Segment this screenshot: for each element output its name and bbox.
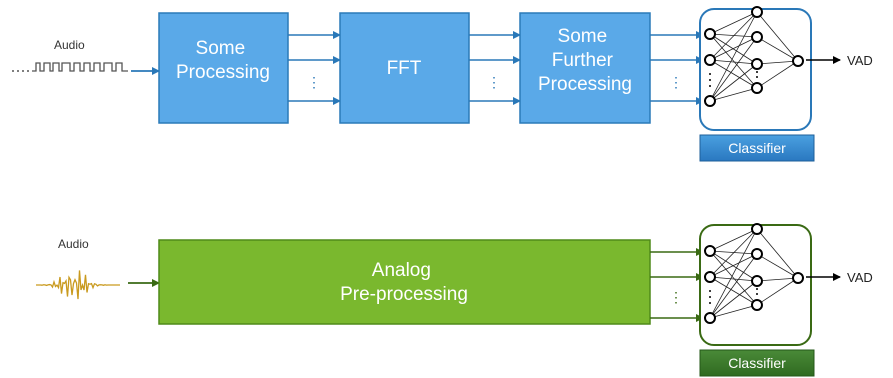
network-node	[751, 31, 763, 43]
bottom-classifier-label: Classifier	[728, 355, 786, 371]
analog-preprocessing-block	[158, 239, 651, 325]
network-ellipsis-dot	[709, 73, 711, 75]
network-edge	[709, 11, 758, 102]
top-neural-network-icon	[704, 6, 804, 107]
network-node	[704, 54, 716, 66]
top-vad-label: VAD	[847, 53, 873, 68]
network-edge	[709, 228, 758, 319]
network-node	[751, 82, 763, 94]
network-edge	[756, 277, 799, 306]
network-ellipsis-dot	[756, 293, 758, 295]
network-ellipsis-dot	[709, 296, 711, 298]
network-edge	[709, 276, 758, 282]
network-edge	[709, 250, 758, 306]
ellipsis-2: ⋮	[487, 74, 501, 90]
network-node	[751, 299, 763, 311]
network-ellipsis-dot	[756, 71, 758, 73]
digital-audio-waveform-icon	[12, 62, 128, 72]
network-edge	[709, 87, 758, 102]
some-processing-label: Some Processing	[176, 38, 270, 83]
network-ellipsis-dot	[709, 302, 711, 304]
network-edge	[709, 59, 758, 65]
some-processing-line-2: Processing	[176, 62, 270, 83]
network-ellipsis-dot	[709, 79, 711, 81]
top-pipeline: Audio Some Processing ⋮ FFT ⋮	[12, 6, 873, 162]
network-edge	[709, 33, 758, 65]
bottom-neural-network-icon	[704, 223, 804, 324]
network-edge	[756, 60, 799, 65]
arrows-fft-to-further: ⋮	[469, 31, 521, 105]
network-node	[704, 245, 716, 257]
fft-block	[339, 12, 470, 124]
bottom-classifier-tag	[699, 349, 815, 377]
analog-line-2: Pre-processing	[340, 284, 468, 305]
network-node	[792, 55, 804, 67]
network-edge	[709, 250, 758, 282]
bottom-audio-label: Audio	[58, 237, 89, 251]
ellipsis-4: ⋮	[669, 289, 683, 305]
further-line-2: Further	[552, 50, 614, 71]
fft-line-1: FFT	[387, 58, 422, 79]
network-ellipsis-dot	[756, 288, 758, 290]
further-line-3: Processing	[538, 74, 632, 95]
network-edge	[709, 228, 758, 252]
network-edge	[709, 36, 758, 61]
top-audio-label: Audio	[54, 38, 85, 52]
some-processing-line-1: Some	[196, 38, 246, 59]
network-edge	[756, 60, 799, 89]
network-node	[704, 95, 716, 107]
network-ellipsis-dot	[709, 85, 711, 87]
network-node	[751, 6, 763, 18]
network-node	[792, 272, 804, 284]
network-node	[751, 58, 763, 70]
arrows-further-to-classifier: ⋮	[650, 31, 704, 105]
arrows-processing-to-fft: ⋮	[288, 31, 341, 105]
some-further-processing-label: Some Further Processing	[538, 26, 632, 95]
network-edge	[709, 280, 758, 319]
network-edge	[709, 33, 758, 89]
network-edge	[709, 11, 758, 61]
network-edge	[709, 36, 758, 102]
fft-label: FFT	[387, 58, 422, 79]
network-edge	[709, 59, 758, 89]
analog-line-1: Analog	[372, 260, 431, 281]
network-ellipsis-dot	[709, 290, 711, 292]
network-node	[704, 312, 716, 324]
network-node	[751, 275, 763, 287]
network-edge	[709, 276, 758, 306]
network-edge	[756, 277, 799, 282]
arrows-analog-to-classifier: ⋮	[650, 248, 704, 322]
top-classifier-tag	[699, 134, 815, 162]
network-edge	[709, 228, 758, 278]
network-node	[704, 28, 716, 40]
network-edge	[709, 11, 758, 35]
bottom-vad-label: VAD	[847, 270, 873, 285]
network-edge	[709, 253, 758, 278]
network-edge	[709, 63, 758, 102]
network-edge	[756, 228, 799, 279]
analog-waveform-path	[36, 270, 120, 300]
network-ellipsis-dot	[756, 76, 758, 78]
network-edge	[756, 36, 799, 62]
network-edge	[756, 253, 799, 279]
some-further-processing-block	[519, 12, 651, 124]
bottom-pipeline: Audio Analog Pre-processing ⋮ VAD Classi…	[36, 223, 873, 377]
network-node	[704, 271, 716, 283]
ellipsis-3: ⋮	[669, 74, 683, 90]
network-edge	[709, 304, 758, 319]
network-edge	[756, 11, 799, 62]
network-node	[751, 248, 763, 260]
ellipsis-1: ⋮	[307, 74, 321, 90]
network-edge	[709, 253, 758, 319]
network-node	[751, 223, 763, 235]
analog-audio-waveform-icon	[36, 270, 120, 300]
further-line-1: Some	[558, 26, 608, 47]
analog-preprocessing-label: Analog Pre-processing	[340, 260, 468, 305]
some-processing-block	[158, 12, 289, 124]
top-classifier-label: Classifier	[728, 140, 786, 156]
